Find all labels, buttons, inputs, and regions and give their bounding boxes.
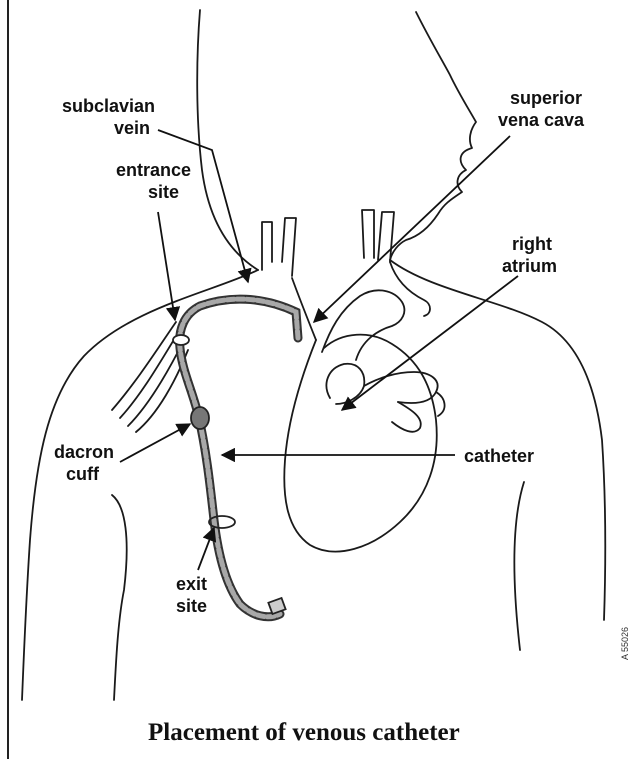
- subclavian-leader: [158, 130, 248, 282]
- label-exit-site-line1: exit: [176, 574, 207, 594]
- dacron-leader: [120, 424, 190, 462]
- label-exit-site-line2: site: [176, 596, 207, 616]
- heart: [284, 262, 444, 552]
- label-subclavian-vein-line1: subclavian: [62, 96, 155, 116]
- label-dacron-cuff-line1: dacron: [54, 442, 114, 462]
- label-right-atrium-line1: right: [512, 234, 552, 254]
- label-subclavian-vein-line2: vein: [114, 118, 150, 138]
- exit-leader: [198, 528, 214, 570]
- label-superior-vena-cava-line2: vena cava: [498, 110, 585, 130]
- label-entrance-site-line2: site: [148, 182, 179, 202]
- label-dacron-cuff-line2: cuff: [66, 464, 100, 484]
- label-entrance-site-line1: entrance: [116, 160, 191, 180]
- figure-caption: Placement of venous catheter: [148, 719, 460, 746]
- catheter-tube: [173, 299, 298, 617]
- svc-leader: [314, 136, 510, 322]
- dacron-cuff-mark: [191, 407, 209, 429]
- label-catheter: catheter: [464, 446, 534, 466]
- label-right-atrium-line2: atrium: [502, 256, 557, 276]
- entrance-collar: [173, 335, 189, 345]
- side-code: A 55026: [620, 627, 630, 660]
- entrance-leader: [158, 212, 175, 320]
- label-superior-vena-cava-line1: superior: [510, 88, 582, 108]
